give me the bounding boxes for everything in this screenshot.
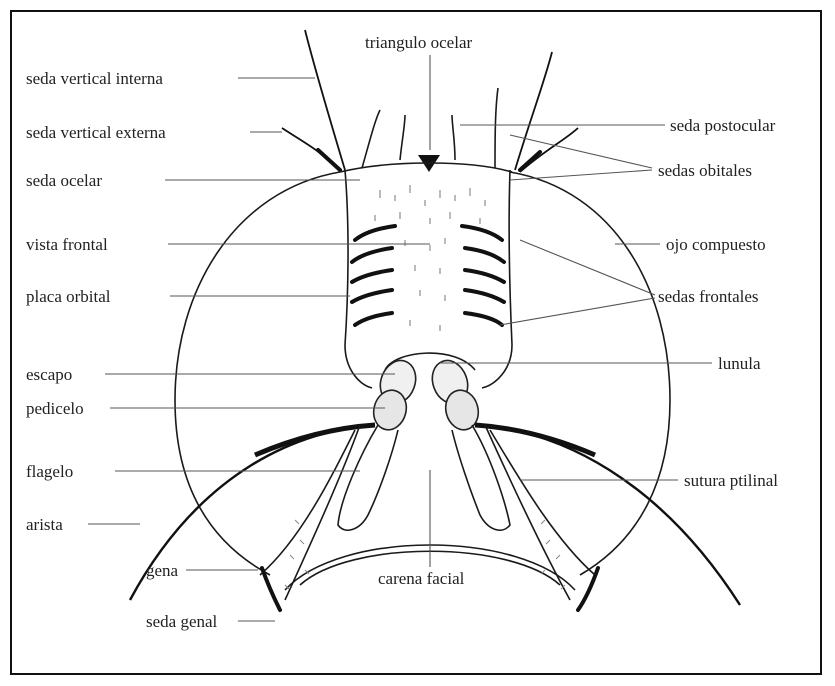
label-carena-facial: carena facial <box>378 569 465 588</box>
label-flagelo: flagelo <box>26 462 73 481</box>
label-sedas-frontales: sedas frontales <box>658 287 759 306</box>
label-seda-ocelar: seda ocelar <box>26 171 102 190</box>
genal-bristle-left <box>262 568 280 610</box>
frontal-bristle-r2 <box>465 248 504 262</box>
frons-stippling <box>375 185 485 331</box>
ocellar-bristle-c <box>452 115 455 160</box>
frontal-bristle-l5 <box>355 313 392 325</box>
label-pedicelo: pedicelo <box>26 399 84 418</box>
frontal-bristle-l1 <box>355 226 395 240</box>
right-arista-base <box>475 425 595 455</box>
label-vista-frontal: vista frontal <box>26 235 108 254</box>
frontal-bristle-r3 <box>465 270 504 282</box>
ocellar-bristle-b <box>400 115 405 160</box>
outer-vertical-bristle-right <box>520 128 578 172</box>
label-placa-orbital: placa orbital <box>26 287 111 306</box>
frontal-bristle-l2 <box>352 248 392 262</box>
right-arista <box>475 425 740 605</box>
label-seda-vertical-interna: seda vertical interna <box>26 69 163 88</box>
label-arista: arista <box>26 515 63 534</box>
frontal-bristle-r4 <box>465 290 504 302</box>
label-triangulo-ocelar: triangulo ocelar <box>365 33 472 52</box>
label-gena: gena <box>146 561 179 580</box>
label-sutura-ptilinal: sutura ptilinal <box>684 471 778 490</box>
label-sedas-orbitales: sedas obitales <box>658 161 752 180</box>
label-lunula: lunula <box>718 354 761 373</box>
right-flagellum <box>452 425 510 530</box>
label-seda-genal: seda genal <box>146 612 218 631</box>
orbital-bristle-right <box>520 152 540 170</box>
orbital-bristle-left <box>318 150 340 170</box>
right-compound-eye <box>510 172 670 575</box>
left-arista-base <box>255 425 375 455</box>
right-face-side <box>485 425 570 600</box>
left-face-side <box>285 425 360 600</box>
label-escapo: escapo <box>26 365 72 384</box>
left-flagellum <box>338 425 398 530</box>
frontal-bristle-r1 <box>462 226 502 240</box>
inner-vertical-bristle-left <box>305 30 345 170</box>
ocellar-bristle-a <box>362 110 380 168</box>
frontal-bristle-l4 <box>352 290 392 302</box>
label-ojo-compuesto: ojo compuesto <box>666 235 766 254</box>
ocellar-bristle-d <box>495 88 498 168</box>
label-seda-postocular: seda postocular <box>670 116 776 135</box>
frontal-bristle-r5 <box>465 313 502 325</box>
label-seda-vertical-externa: seda vertical externa <box>26 123 166 142</box>
frontal-bristle-l3 <box>352 270 392 282</box>
